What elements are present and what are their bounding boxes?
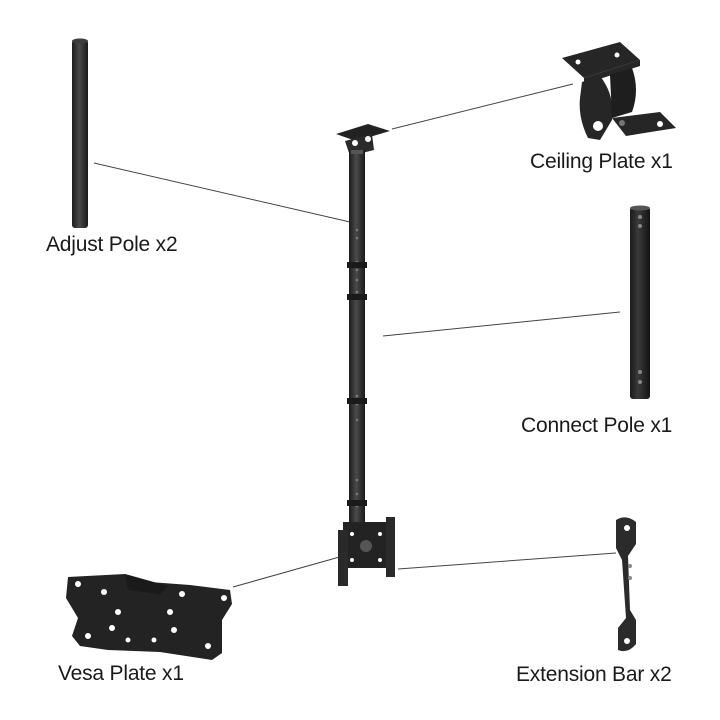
connect-pole-image [630,205,650,399]
ceiling-plate-label: Ceiling Plate x1 [530,150,673,173]
ceiling-plate-image [562,42,676,140]
extension-bar-label: Extension Bar x2 [516,663,672,686]
vesa-plate-label: Vesa Plate x1 [58,662,184,685]
assembled-mount-image [336,124,395,586]
leader-line-connect [382,311,621,337]
leader-line-adjust [93,162,351,223]
extension-bar-image [616,517,636,652]
leader-lines [93,83,621,588]
leader-line-vesa [232,555,344,588]
connect-pole-label: Connect Pole x1 [521,414,673,437]
leader-line-ceiling [391,83,574,130]
adjust-pole-image [72,38,88,228]
vesa-plate-image [66,574,232,660]
adjust-pole-label: Adjust Pole x2 [46,233,178,256]
leader-line-extension [397,552,617,570]
